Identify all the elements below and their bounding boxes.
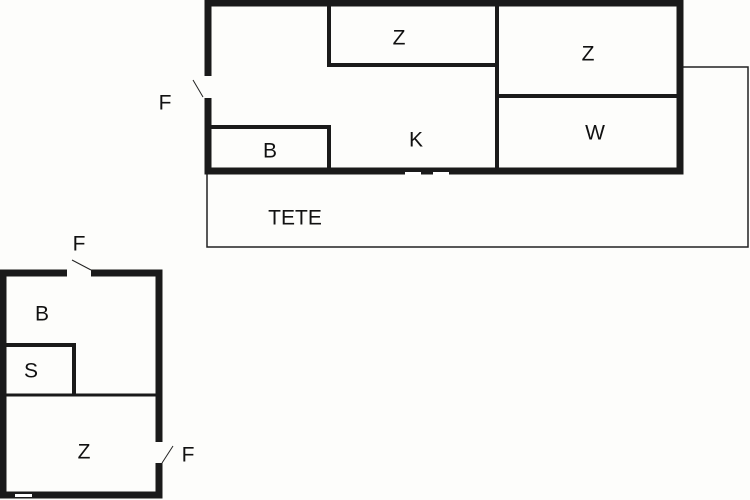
room-label-z1: Z [393,27,406,50]
window-label: F [159,92,172,115]
room-label-b-lower: B [35,303,49,326]
room-label-b: B [263,140,277,163]
window-k2 [433,172,449,175]
window-bottom [15,494,32,497]
lower-floor-plan: F B S Z F [0,233,195,499]
window-swing-right [161,445,174,464]
upper-floor-plan: Z Z K W B TETE F [159,0,749,248]
room-wall-s [3,343,76,395]
window-label-right: F [182,444,195,467]
door-swing [192,79,204,98]
room-wall-b [208,125,331,171]
room-label-terrace: TETE [268,207,322,230]
window-gap-right [155,442,163,463]
room-label-z-lower: Z [78,441,91,464]
terrace-outline [206,66,749,248]
door-gap-left [203,76,212,98]
window-swing-top [71,259,92,271]
window-label-top: F [73,233,86,256]
room-label-z2: Z [582,43,595,66]
lower-outer-wall [0,269,163,499]
room-label-k: K [409,129,423,152]
window-gap-top [67,268,91,277]
window-k1 [405,172,421,175]
room-label-w: W [585,122,605,145]
room-label-s: S [24,360,38,383]
upper-outer-wall [204,0,684,175]
